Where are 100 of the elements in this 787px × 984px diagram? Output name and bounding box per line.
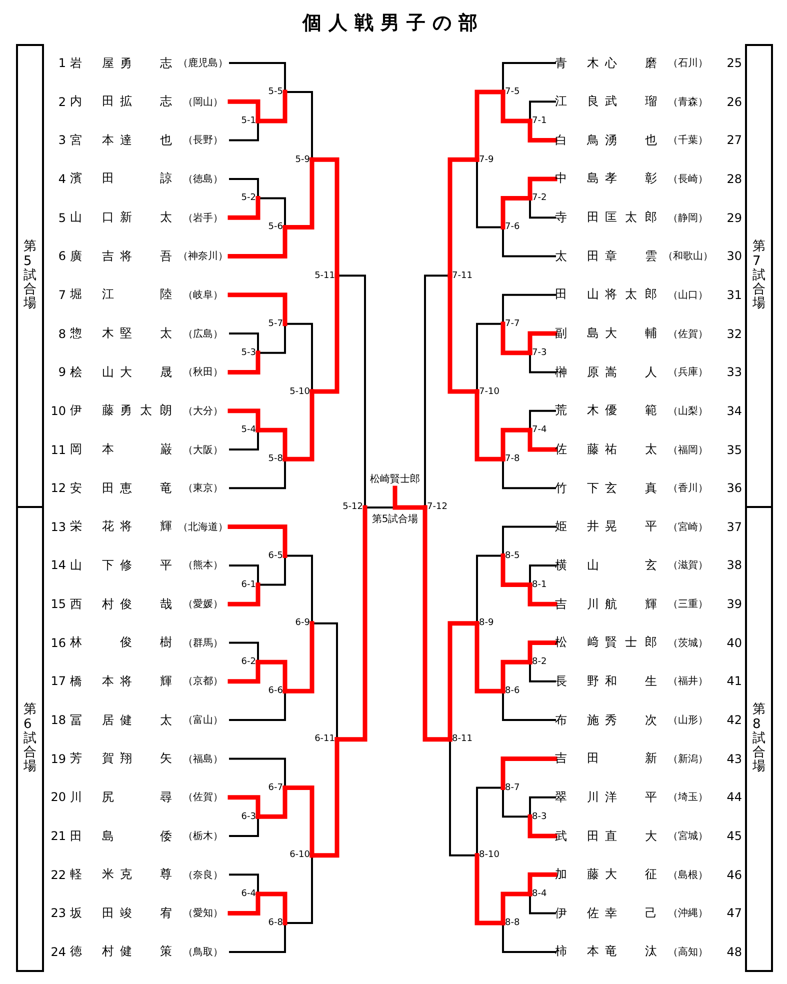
player-given-name: 大輔	[605, 325, 657, 342]
entry-number: 5	[57, 210, 66, 225]
match-label: 5-7	[268, 318, 285, 330]
match-label: 5-11	[314, 270, 337, 282]
player-surname: 冨居	[70, 712, 114, 729]
player-given-name: 竣宥	[120, 904, 172, 922]
player-given-name: 大晟	[120, 364, 172, 381]
prefecture: （鳥取）	[182, 946, 224, 959]
player-given-name: 克尊	[120, 866, 172, 884]
player-surname: 江良	[555, 93, 599, 110]
player-given-name: 直大	[605, 828, 657, 844]
player-given-name: 堅太	[120, 325, 172, 342]
prefecture: （兵庫）	[667, 366, 709, 380]
match-label: 8-11	[450, 733, 472, 746]
entry-number: 34	[726, 404, 742, 418]
player-given-name: 航輝	[605, 596, 657, 613]
prefecture: （福井）	[667, 674, 709, 688]
entry-number: 37	[726, 520, 742, 534]
player-surname: 坂田	[70, 904, 114, 922]
prefecture: （東京）	[182, 482, 224, 496]
entry-number: 6	[57, 249, 66, 264]
player-given-name: 孝彰	[605, 170, 657, 188]
player-surname: 岩屋	[70, 54, 114, 72]
match-label: 5-1	[241, 114, 258, 127]
match-label: 7-8	[503, 453, 520, 466]
prefecture: （佐賀）	[667, 328, 709, 341]
prefecture: （佐賀）	[182, 791, 224, 804]
bracket-line	[256, 90, 288, 124]
entry-number: 45	[726, 829, 742, 843]
entry-number: 19	[50, 752, 66, 766]
prefecture: （和歌山）	[662, 250, 714, 264]
player-surname: 安田	[70, 480, 114, 497]
player-given-name: 竜汰	[605, 943, 657, 960]
prefecture: （山形）	[667, 714, 709, 728]
entry-number: 44	[726, 790, 742, 804]
prefecture: （福岡）	[667, 444, 709, 456]
match-label: 6-10	[290, 849, 312, 862]
player-surname: 橋本	[70, 672, 114, 690]
player-surname: 太田	[555, 248, 599, 265]
entry-number: 27	[726, 133, 742, 148]
entry-number: 23	[50, 906, 66, 920]
entry-number: 39	[726, 597, 742, 612]
entry-number: 41	[726, 674, 742, 688]
entry-number: 38	[726, 558, 742, 572]
player-given-name: 心磨	[605, 54, 657, 72]
player-surname: 軽米	[70, 866, 114, 884]
player-given-name: 優範	[605, 402, 657, 420]
player-given-name: 匡太郎	[605, 209, 657, 226]
entry-number: 30	[726, 249, 742, 264]
entry-number: 32	[726, 326, 742, 341]
player-given-name: 賢士郎	[605, 634, 657, 652]
prefecture: （神奈川）	[177, 250, 229, 264]
prefecture: （茨城）	[667, 636, 709, 650]
entry-number: 26	[726, 94, 742, 109]
entry-number: 35	[726, 442, 742, 456]
player-surname: 柿本	[555, 943, 599, 960]
player-given-name: 将太郎	[605, 286, 657, 304]
prefecture: （山口）	[667, 288, 709, 302]
player-surname: 林	[70, 634, 83, 652]
match-label: 8-2	[530, 656, 547, 668]
bracket-line	[500, 554, 532, 588]
title: 個人戦男子の部	[301, 11, 486, 36]
prefecture: （高知）	[667, 946, 709, 959]
player-surname: 田山	[555, 286, 599, 304]
entry-number: 12	[50, 481, 66, 496]
entry-number: 46	[726, 868, 742, 882]
match-label: 7-4	[530, 424, 547, 436]
match-label: 6-11	[314, 733, 337, 746]
match-label: 6-2	[241, 656, 258, 668]
entry-number: 20	[50, 790, 66, 804]
prefecture: （北海道）	[177, 520, 229, 534]
player-surname: 芳賀	[70, 750, 114, 768]
player-given-name: 将輝	[120, 672, 172, 690]
player-given-name: 勇志	[120, 54, 172, 72]
match-label: 7-9	[477, 154, 494, 166]
match-label: 7-10	[477, 386, 500, 398]
bracket-line	[334, 505, 368, 742]
player-surname: 佐藤	[555, 441, 599, 458]
player-given-name: 新	[644, 750, 657, 768]
prefecture: （千葉）	[667, 134, 709, 148]
match-label: 6-1	[241, 578, 258, 591]
player-given-name: 陸	[159, 286, 172, 304]
player-given-name: 俊樹	[120, 634, 172, 652]
player-surname: 荒木	[555, 402, 599, 420]
entry-number: 16	[50, 636, 66, 650]
player-given-name: 健策	[120, 943, 172, 960]
entry-number: 13	[50, 520, 66, 534]
player-surname: 青木	[555, 54, 599, 72]
match-label: 6-8	[268, 916, 285, 929]
player-surname: 副島	[555, 325, 599, 342]
prefecture: （岡山）	[182, 96, 224, 109]
entry-number: 17	[50, 674, 66, 688]
player-given-name: 勇太朗	[120, 402, 172, 420]
player-surname: 長野	[555, 672, 599, 690]
bracket-line	[528, 814, 558, 838]
player-given-name: 洋平	[605, 788, 657, 806]
match-label: 6-6	[268, 685, 285, 698]
court-box: 第7試合場	[745, 44, 773, 508]
prefecture: （奈良）	[182, 868, 224, 882]
match-label: 7-11	[450, 270, 472, 282]
